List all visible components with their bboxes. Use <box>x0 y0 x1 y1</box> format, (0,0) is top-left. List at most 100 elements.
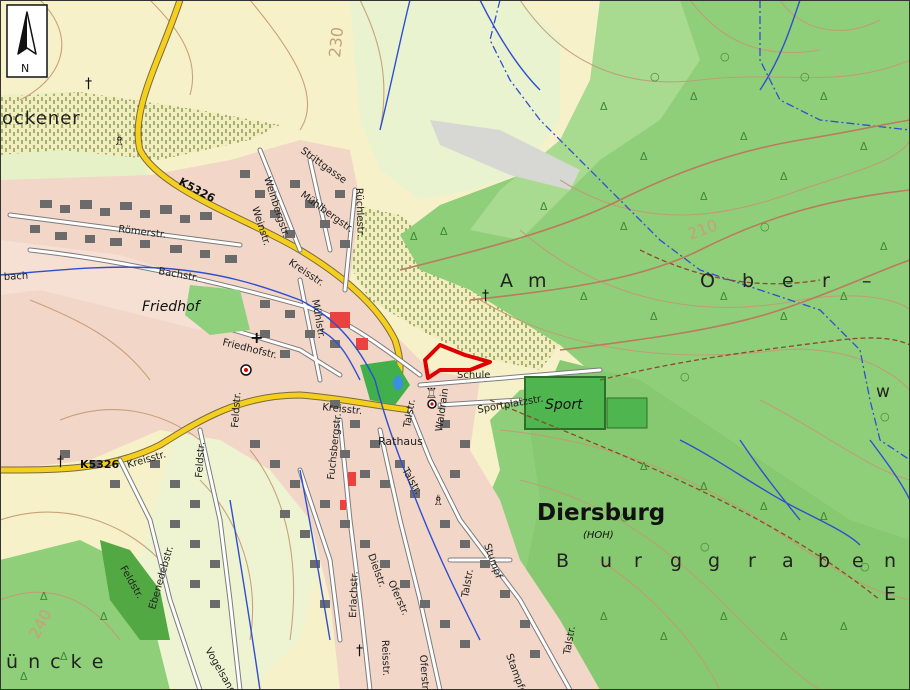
forest-area <box>100 540 170 640</box>
svg-text:e: e <box>782 270 796 292</box>
svg-text:–: – <box>862 270 874 292</box>
svg-text:Δ: Δ <box>440 225 448 238</box>
field-name-am-ober: A m O b e r – <box>500 270 874 292</box>
svg-text:†: † <box>85 76 92 92</box>
svg-text:○: ○ <box>620 510 630 523</box>
place-label-hoh: (HOH) <box>583 530 614 541</box>
main-road-k5326[interactable] <box>0 0 411 474</box>
street-label-talstr-1: Talstr. <box>402 398 418 429</box>
field-name-edge-right-e: E <box>884 583 898 605</box>
svg-text:Δ: Δ <box>820 510 828 523</box>
svg-text:†: † <box>482 288 489 304</box>
svg-text:Δ: Δ <box>840 290 848 303</box>
svg-text:Δ: Δ <box>40 590 48 603</box>
svg-text:r: r <box>634 550 644 572</box>
boundary-line <box>489 0 910 461</box>
forest-area <box>520 360 910 690</box>
street-label-bach: bach <box>4 271 29 283</box>
svg-text:Δ: Δ <box>660 630 668 643</box>
buildings <box>30 170 540 658</box>
svg-text:e: e <box>852 550 866 572</box>
map-symbols: † † † † + ♗ ♗ ♖ <box>57 76 489 659</box>
svg-text:Δ: Δ <box>540 200 548 213</box>
street-label-erlachstr: Erlachstr. <box>348 571 361 618</box>
street-label-feldstr-1: Feldstr. <box>230 392 243 429</box>
svg-text:Δ: Δ <box>720 290 728 303</box>
svg-text:Δ: Δ <box>760 500 768 513</box>
svg-text:○: ○ <box>880 410 890 423</box>
svg-text:†: † <box>356 643 363 659</box>
svg-text:B: B <box>556 550 571 572</box>
svg-text:○: ○ <box>800 70 810 83</box>
svg-text:Δ: Δ <box>700 480 708 493</box>
boundary-line <box>759 0 910 131</box>
svg-text:Δ: Δ <box>60 650 68 663</box>
contour-label-230: 230 <box>325 26 347 58</box>
svg-text:Δ: Δ <box>600 610 608 623</box>
svg-text:♖: ♖ <box>425 386 438 402</box>
svg-text:g: g <box>708 550 722 572</box>
field-name-edge-bottom: ü n c k e <box>6 651 105 673</box>
road-label-k5326-south: K5326 <box>80 458 119 471</box>
svg-text:○: ○ <box>650 70 660 83</box>
street-label-oferstr2: Oferstr. <box>417 654 431 690</box>
vineyard-area <box>330 200 560 370</box>
church-symbols <box>240 364 437 409</box>
place-label-rathaus: Rathaus <box>378 435 423 448</box>
svg-text:○: ○ <box>720 50 730 63</box>
svg-text:n: n <box>884 550 898 572</box>
svg-text:Δ: Δ <box>650 310 658 323</box>
svg-text:O: O <box>700 270 717 292</box>
svg-text:Δ: Δ <box>690 90 698 103</box>
forest-area <box>470 0 700 240</box>
highlighted-parcel[interactable] <box>423 343 492 380</box>
svg-text:Δ: Δ <box>840 620 848 633</box>
street-label-feldstr-2: Feldstr. <box>194 442 207 479</box>
svg-text:Δ: Δ <box>880 240 888 253</box>
settlement-area <box>0 240 240 330</box>
park-area <box>360 360 410 405</box>
svg-text:Δ: Δ <box>600 100 608 113</box>
svg-text:b: b <box>742 270 756 292</box>
public-buildings <box>330 312 368 510</box>
svg-text:Δ: Δ <box>780 170 788 183</box>
svg-text:Δ: Δ <box>20 670 28 683</box>
field-name-burggraben: B u r g g r a b e n <box>556 550 898 572</box>
svg-text:○: ○ <box>700 540 710 553</box>
field-name-edge-right-w: w <box>876 382 892 402</box>
cemetery-green <box>185 285 250 335</box>
svg-text:○: ○ <box>760 220 770 233</box>
place-label-sport: Sport <box>545 397 583 413</box>
svg-text:g: g <box>670 550 684 572</box>
quarry-area <box>430 120 580 190</box>
north-arrow: N <box>6 4 48 78</box>
svg-text:+: + <box>250 328 263 347</box>
street-label-talstr-3: Talstr. <box>460 568 476 599</box>
svg-text:♗: ♗ <box>432 493 445 509</box>
svg-text:Δ: Δ <box>740 130 748 143</box>
pond <box>393 376 403 390</box>
street-label-reisstr: Reisstr. <box>379 640 391 677</box>
street-label-kreisstr-2: Kreisstr. <box>322 402 363 417</box>
place-label-friedhof: Friedhof <box>142 299 202 315</box>
forest-paths <box>399 119 910 351</box>
svg-text:†: † <box>57 454 64 470</box>
svg-text:Δ: Δ <box>720 610 728 623</box>
svg-text:Δ: Δ <box>780 310 788 323</box>
svg-text:Δ: Δ <box>860 140 868 153</box>
svg-text:Δ: Δ <box>580 290 588 303</box>
svg-text:○: ○ <box>680 370 690 383</box>
minor-streets[interactable] <box>7 147 603 690</box>
svg-text:b: b <box>818 550 832 572</box>
svg-text:Δ: Δ <box>700 190 708 203</box>
svg-text:A: A <box>500 270 515 292</box>
svg-text:Δ: Δ <box>620 220 628 233</box>
field-name-edge-top-left: ockener <box>2 108 81 129</box>
svg-text:Δ: Δ <box>100 610 108 623</box>
svg-text:Δ: Δ <box>410 230 418 243</box>
street-label-talstr-4: Talstr. <box>562 625 578 656</box>
